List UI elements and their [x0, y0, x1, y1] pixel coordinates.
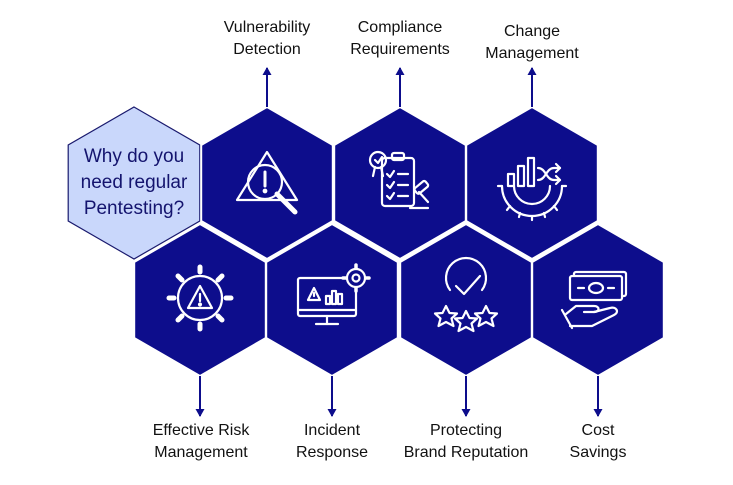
connector-arrow-up — [262, 67, 272, 107]
label-cost-savings: Cost Savings — [569, 422, 627, 461]
connector-arrow-up — [527, 67, 537, 107]
label-protecting-brand-reputation: Protecting Brand Reputation — [403, 422, 529, 461]
label-change-management: Change Management — [485, 23, 579, 62]
vulnerability-search-icon — [235, 150, 299, 215]
change-gear-icon — [496, 156, 568, 222]
question-line: Why do you — [83, 146, 185, 167]
connector-arrow-down — [593, 376, 603, 417]
label-vulnerability-detection: Vulnerability Detection — [223, 19, 311, 58]
connector-arrow-down — [461, 376, 471, 417]
compliance-checklist-icon — [368, 150, 430, 210]
label-compliance-requirements: Compliance Requirements — [350, 19, 450, 58]
money-hand-icon — [560, 270, 628, 330]
question-hexagon — [67, 106, 201, 260]
central-question: Why do you need regular Pentesting? — [64, 144, 204, 222]
question-line: need regular — [80, 172, 188, 193]
incident-monitor-icon — [296, 263, 371, 326]
risk-gear-icon — [166, 264, 234, 332]
reputation-stars-icon — [433, 256, 499, 333]
label-incident-response: Incident Response — [295, 422, 369, 461]
connector-arrow-down — [195, 376, 205, 417]
hexagon-change-management — [465, 105, 599, 261]
hexagon-vulnerability-detection — [200, 105, 334, 261]
label-effective-risk-management: Effective Risk Management — [152, 422, 250, 461]
connector-arrow-down — [327, 376, 337, 417]
connector-arrow-up — [395, 67, 405, 107]
question-line: Pentesting? — [83, 198, 185, 219]
